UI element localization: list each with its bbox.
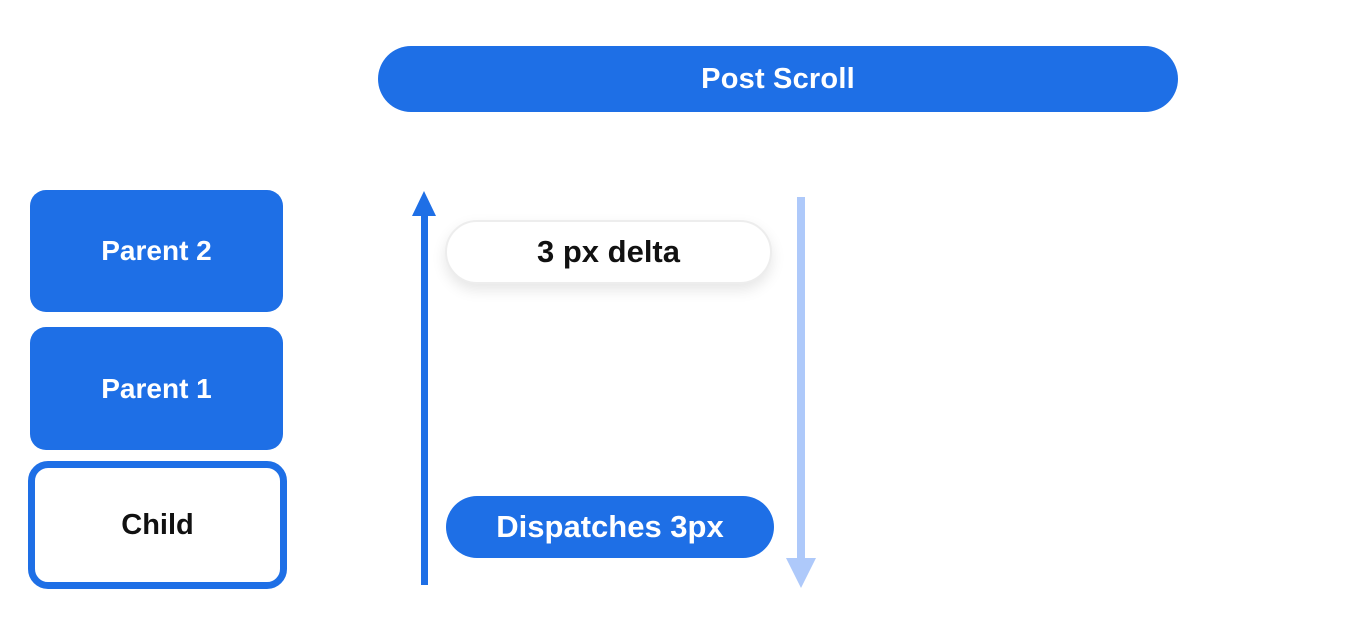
post-scroll-banner: Post Scroll <box>378 46 1178 112</box>
child-box: Child <box>28 461 287 589</box>
arrow-up-icon <box>412 191 436 216</box>
post-scroll-banner-label: Post Scroll <box>701 62 855 95</box>
arrow-up-shaft <box>421 214 428 585</box>
delta-pill-label: 3 px delta <box>537 234 680 269</box>
dispatch-pill: Dispatches 3px <box>446 496 774 558</box>
child-label: Child <box>121 508 194 541</box>
dispatch-pill-label: Dispatches 3px <box>496 509 724 544</box>
parent-1-label: Parent 1 <box>101 372 212 404</box>
arrow-down-icon <box>786 558 816 588</box>
parent-2-label: Parent 2 <box>101 235 212 266</box>
parent-2-box: Parent 2 <box>30 190 283 312</box>
delta-pill: 3 px delta <box>445 220 772 284</box>
arrow-down-shaft <box>797 197 805 559</box>
parent-1-box: Parent 1 <box>30 327 283 450</box>
